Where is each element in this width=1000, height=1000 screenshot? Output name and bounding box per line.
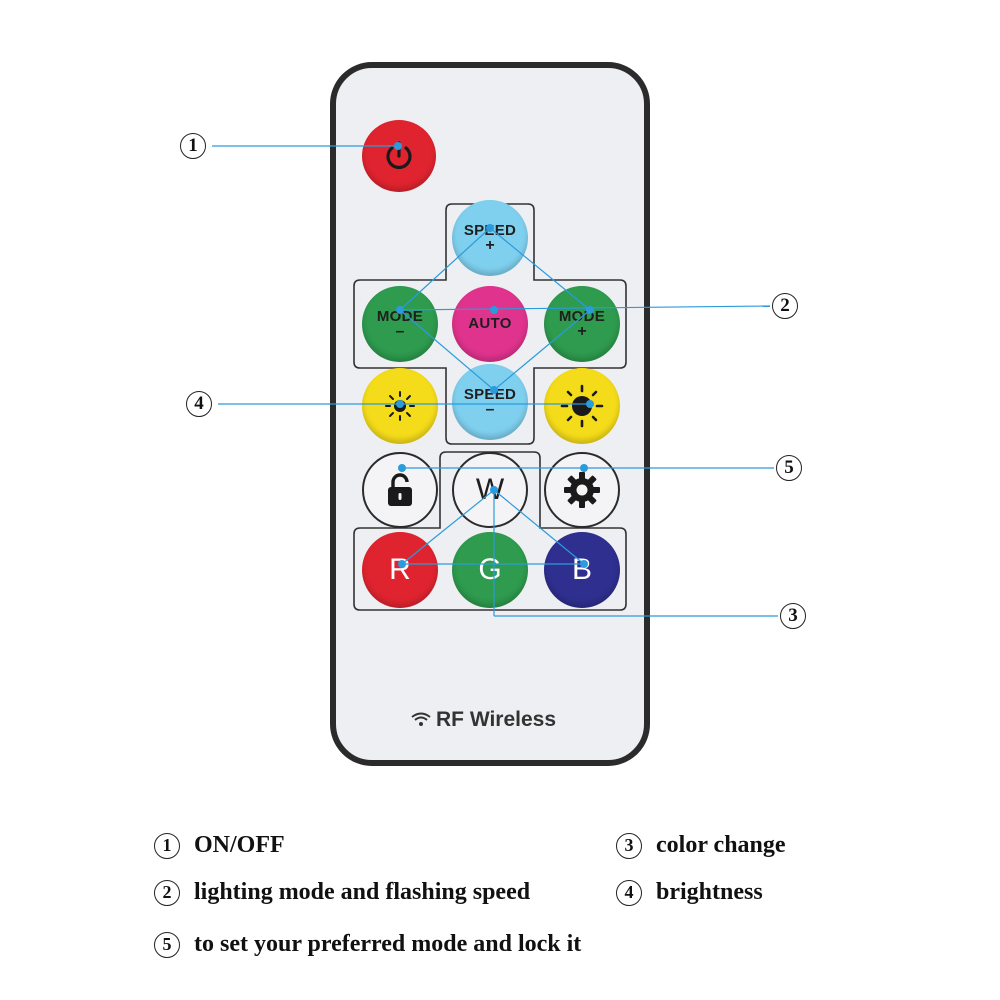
green-label: G (478, 553, 502, 586)
auto-button[interactable]: AUTO (452, 286, 528, 362)
mode-up-button[interactable]: MODE + (544, 286, 620, 362)
legend-item: 3 color change (616, 832, 786, 859)
legend-number: 2 (154, 879, 180, 906)
brightness-up-button[interactable] (544, 368, 620, 444)
lock-icon (388, 473, 412, 506)
blue-button[interactable]: B (544, 532, 620, 608)
legend-item: 5 to set your preferred mode and lock it (154, 931, 581, 958)
callout-2: 2 (772, 293, 798, 319)
callout-4: 4 (186, 391, 212, 417)
mode-up-sign: + (577, 323, 587, 340)
sun-large-icon (560, 384, 604, 428)
legend-number: 3 (616, 832, 642, 859)
callout-1: 1 (180, 133, 206, 159)
legend-number: 5 (154, 931, 180, 958)
callout-3: 3 (780, 603, 806, 629)
mode-down-label: MODE (376, 308, 424, 325)
green-button[interactable]: G (452, 532, 528, 608)
mode-down-sign: – (395, 323, 405, 340)
legend-text: to set your preferred mode and lock it (194, 931, 582, 957)
blue-label: B (571, 553, 592, 586)
legend-number: 1 (154, 832, 180, 859)
rf-wireless-label: RF Wireless (410, 708, 556, 732)
speed-up-sign: + (485, 237, 495, 254)
auto-label: AUTO (468, 315, 512, 332)
legend-number: 4 (616, 879, 642, 906)
wifi-icon (411, 712, 431, 726)
legend-text: brightness (656, 879, 763, 905)
legend-text: lighting mode and flashing speed (194, 879, 531, 905)
speed-down-sign: – (485, 401, 495, 418)
speed-up-button[interactable]: SPEED + (452, 200, 528, 276)
callout-5: 5 (776, 455, 802, 481)
rf-wireless-text: RF Wireless (436, 708, 557, 731)
legend-item: 2 lighting mode and flashing speed (154, 879, 530, 906)
speed-down-label: SPEED (463, 386, 517, 403)
gear-icon (564, 472, 600, 508)
legend-text: color change (656, 832, 786, 858)
speed-down-button[interactable]: SPEED – (452, 364, 528, 440)
legend-text: ON/OFF (194, 832, 285, 858)
mode-down-button[interactable]: MODE – (362, 286, 438, 362)
legend-item: 1 ON/OFF (154, 832, 285, 859)
legend-item: 4 brightness (616, 879, 763, 906)
power-button[interactable] (362, 120, 436, 192)
lock-button[interactable] (362, 452, 438, 528)
